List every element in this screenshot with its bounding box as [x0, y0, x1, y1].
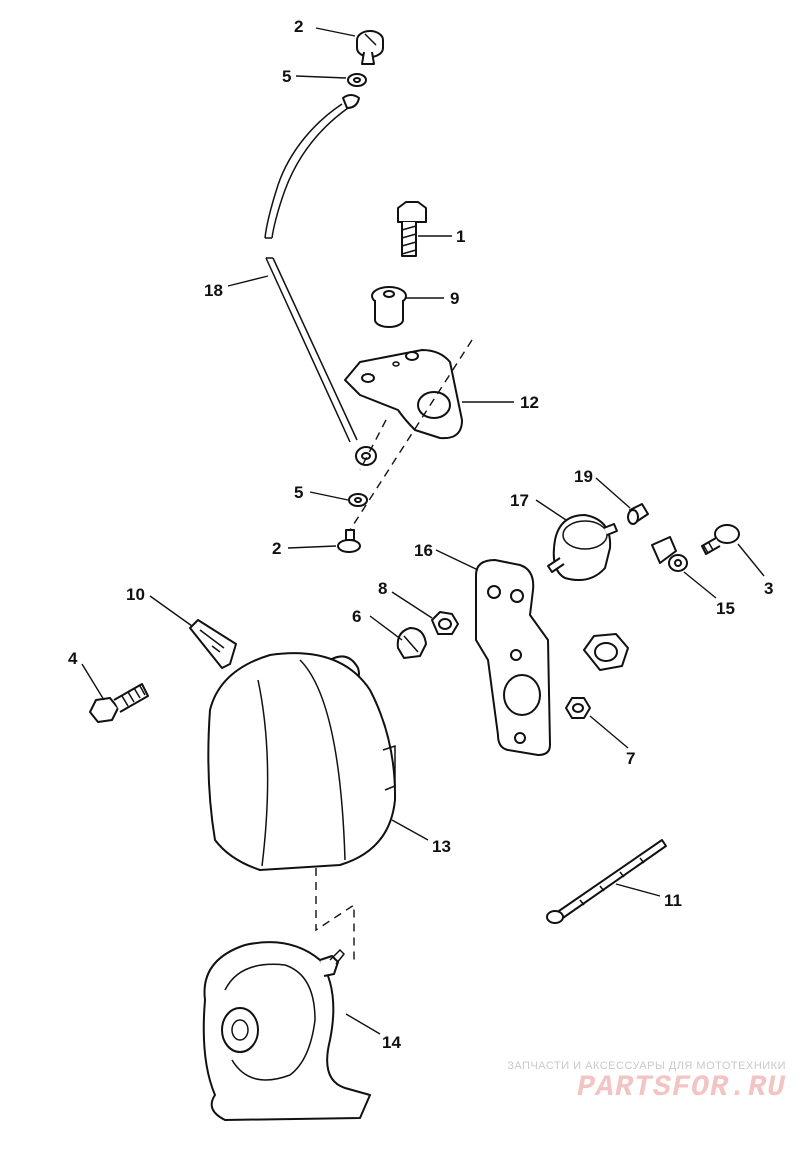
screw-lower — [337, 529, 361, 553]
callout-1: 1 — [456, 227, 465, 246]
callout-9: 9 — [450, 289, 459, 308]
hex-nut-7 — [565, 697, 591, 719]
horn-bracket — [344, 349, 463, 440]
callout-13: 13 — [432, 837, 451, 856]
watermark: ЗАПЧАСТИ И АКСЕССУАРЫ ДЛЯ МОТОТЕХНИКИ PA… — [507, 1060, 786, 1104]
bolt-4 — [89, 683, 149, 723]
clip-10 — [189, 619, 237, 669]
callout-8: 8 — [378, 579, 387, 598]
horn-cover-13 — [207, 652, 397, 871]
cap-19 — [627, 503, 649, 525]
callout-4: 4 — [68, 649, 78, 668]
ground-wire-upper — [264, 94, 360, 239]
callout-17: 17 — [510, 491, 529, 510]
center-line-a — [349, 339, 473, 531]
leader-lines — [81, 27, 765, 1035]
horn-14 — [202, 941, 371, 1121]
ground-wire-lower — [265, 257, 377, 466]
watermark-logo: PARTSFOR.RU — [576, 1071, 786, 1105]
callout-18: 18 — [204, 281, 223, 300]
callout-5-top: 5 — [282, 67, 291, 86]
callout-5-lower: 5 — [294, 483, 303, 502]
hex-nut-large — [583, 633, 629, 671]
acorn-nut-6 — [396, 627, 427, 659]
callout-15: 15 — [716, 599, 735, 618]
watermark-caption: ЗАПЧАСТИ И АКСЕССУАРЫ ДЛЯ МОТОТЕХНИКИ — [507, 1060, 786, 1072]
spacer-9 — [371, 286, 407, 328]
center-line-b — [359, 419, 387, 471]
callout-3: 3 — [764, 579, 773, 598]
callout-12: 12 — [520, 393, 539, 412]
screw-top — [356, 30, 384, 65]
screw-3 — [701, 524, 740, 555]
cable-tie-11 — [546, 839, 667, 924]
bolt-1 — [397, 201, 427, 257]
callout-19: 19 — [574, 467, 593, 486]
callout-2-lower: 2 — [272, 539, 281, 558]
callout-14: 14 — [382, 1033, 401, 1052]
callout-10: 10 — [126, 585, 145, 604]
rubber-mount — [547, 514, 618, 581]
callout-6: 6 — [352, 607, 361, 626]
callout-7: 7 — [626, 749, 635, 768]
center-line-c — [315, 868, 355, 960]
callout-11: 11 — [664, 891, 682, 910]
terminal-15 — [651, 536, 688, 572]
callout-16: 16 — [414, 541, 433, 560]
washer-lower — [348, 493, 368, 507]
callout-2-top: 2 — [294, 17, 303, 36]
washer-top — [347, 73, 367, 87]
mount-bracket-16 — [475, 559, 551, 756]
nut-8 — [431, 611, 459, 635]
